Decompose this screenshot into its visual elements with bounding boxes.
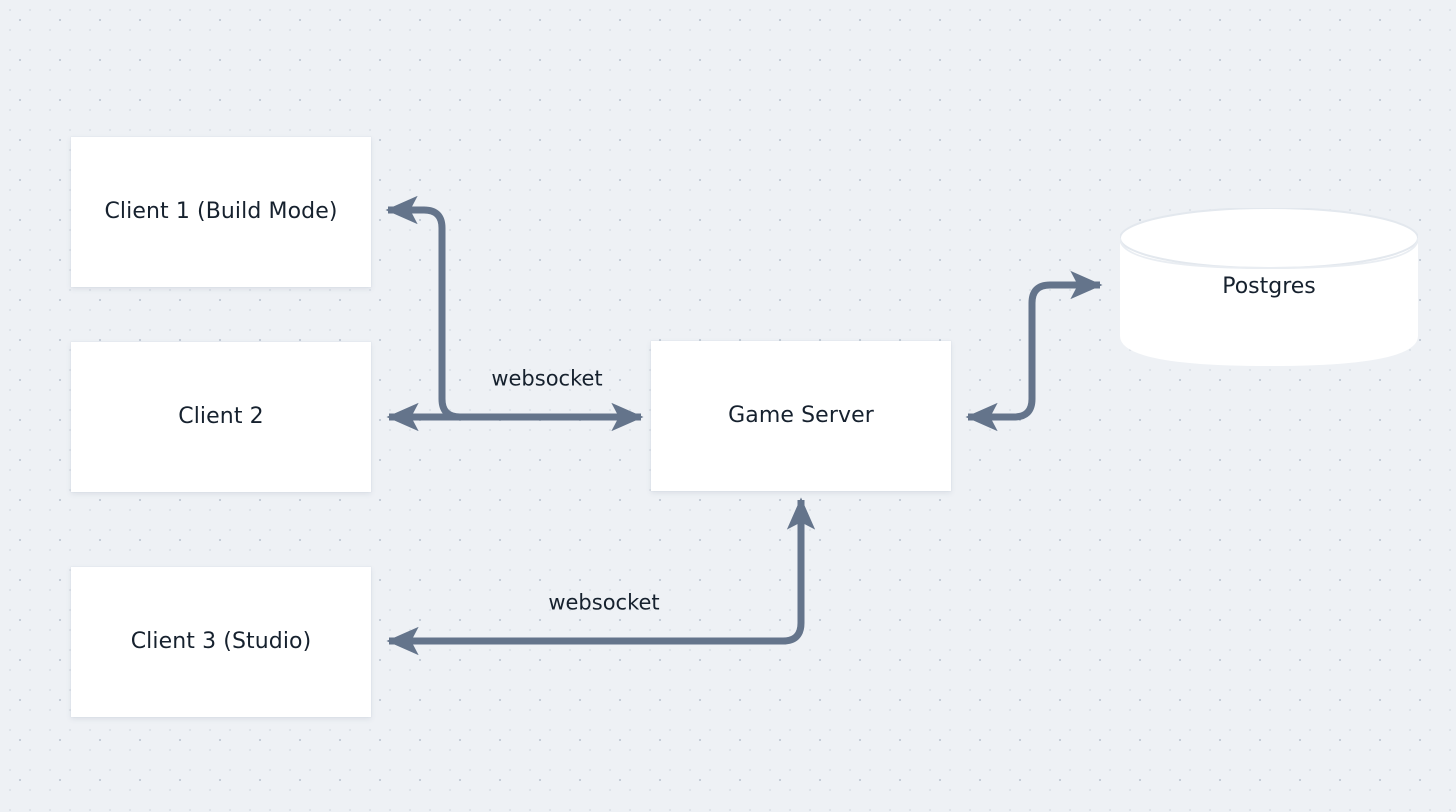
node-client-3[interactable]: Client 3 (Studio) xyxy=(71,567,371,717)
edge-label-client2-websocket: websocket xyxy=(491,366,603,391)
node-client-1-label: Client 1 (Build Mode) xyxy=(104,199,338,224)
edge-client3-gameserver xyxy=(386,497,816,656)
node-game-server[interactable]: Game Server xyxy=(651,341,951,491)
node-client-2[interactable]: Client 2 xyxy=(71,342,371,492)
node-postgres[interactable]: Postgres xyxy=(1120,208,1418,366)
edge-label-client3-websocket: websocket xyxy=(548,590,660,615)
edge-client1-gameserver xyxy=(385,195,470,421)
node-postgres-label: Postgres xyxy=(1222,274,1316,299)
node-client-2-label: Client 2 xyxy=(178,404,264,429)
node-game-server-label: Game Server xyxy=(728,403,874,428)
database-cylinder-icon xyxy=(1120,208,1418,366)
node-client-1[interactable]: Client 1 (Build Mode) xyxy=(71,137,371,287)
edge-gameserver-postgres xyxy=(965,270,1103,432)
node-client-3-label: Client 3 (Studio) xyxy=(130,629,312,654)
